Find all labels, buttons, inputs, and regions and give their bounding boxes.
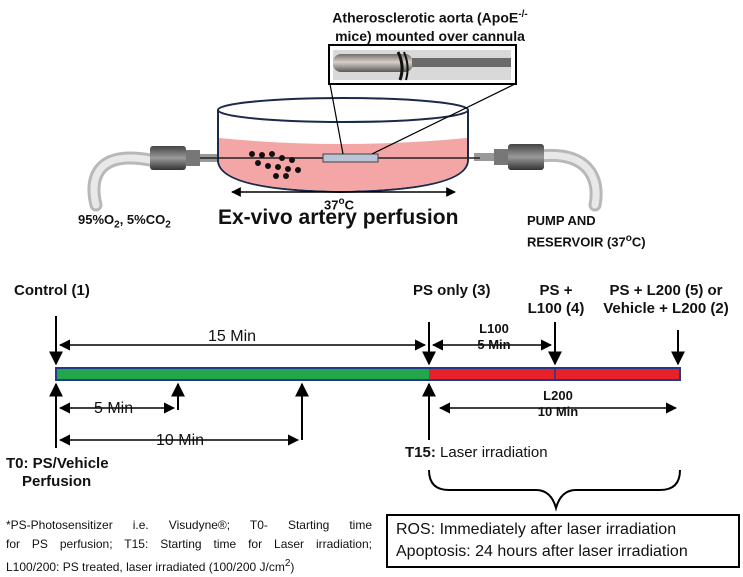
t15-rest: Laser irradiation [435,444,548,461]
pump-sup: o [625,233,632,244]
ps-l100-line1: PS + [539,282,573,299]
right-connector [474,144,544,170]
footnote-line2: for PS perfusion; T15: Starting time for… [6,537,372,551]
t0-label: T0: PS/Vehicle Perfusion [6,455,109,491]
outcome-bracket [428,469,681,512]
t0-line1: T0: PS/Vehicle [6,455,109,472]
mounted-aorta [322,153,379,163]
dur-5-label: 5 Min [94,400,134,417]
ps-l100-line2: L100 (4) [527,300,585,317]
pump-line2: RESERVOIR (37 [527,234,626,250]
l100-label: L100 5 Min [464,321,524,353]
setup-title: Ex-vivo artery perfusion [218,206,459,229]
l100-line1: L100 [479,321,509,336]
temp-sup: o [338,196,345,207]
perfusate-dots [249,151,301,179]
footnote: *PS-Photosensitizer i.e. Visudyne®; T0- … [6,516,372,577]
pump-line2-end: C) [631,234,646,250]
outcome-apoptosis: Apoptosis: 24 hours after laser irradiat… [396,543,688,560]
ps-l100-label: PS + L100 (4) [524,282,588,318]
ps-only-label: PS only (3) [413,282,491,299]
ps-l200-label: PS + L200 (5) or Vehicle + L200 (2) [592,282,740,318]
left-tubing-highlight [90,154,154,209]
ps-l200-line2: Vehicle + L200 (2) [603,300,729,317]
timeline-green-phase [56,368,429,380]
temperature-label: 37oC [324,196,354,212]
gas-text: 95%O [78,212,115,227]
outcome-ros: ROS: Immediately after laser irradiation [396,521,677,538]
footnote-line1: *PS-Photosensitizer i.e. Visudyne®; T0- … [6,518,372,532]
aorta-label-line2: mice) mounted over cannula [335,27,525,44]
control-label: Control (1) [14,282,90,299]
footnote-line3: L100/200: PS treated, laser irradiated (… [6,558,295,574]
footnote-sup: 2 [284,558,291,569]
outcome-box: ROS: Immediately after laser irradiation… [386,514,740,568]
l200-label: L200 10 Min [528,388,588,420]
ps-l200-line1: PS + L200 (5) or [609,282,723,299]
pump-line1: PUMP AND [527,213,596,228]
aorta-label-text: Atherosclerotic aorta (ApoE [332,9,519,26]
t15-label: T15: Laser irradiation [405,444,548,461]
aorta-label-sup: -/- [518,9,528,20]
petri-dish [200,97,480,194]
gas-sub1: 2 [114,219,120,231]
gas-label: 95%O2, 5%CO2 [78,212,171,231]
right-tubing-highlight [528,152,600,209]
footnote-line3-text: L100/200: PS treated, laser irradiated (… [6,560,285,574]
temp-value: 37 [324,197,339,213]
aorta-label: Atherosclerotic aorta (ApoE-/- mice) mou… [310,6,550,45]
dur-10-label: 10 Min [156,432,205,449]
aorta-inset [328,44,517,155]
l200-line2: 10 Min [537,404,579,419]
pump-label: PUMP AND RESERVOIR (37oC) [527,212,646,251]
timeline-border [55,367,681,381]
footnote-line3-end: ) [290,560,295,574]
t15-bold: T15: [405,444,436,461]
gas-sub2: 2 [165,219,171,231]
l200-line1: L200 [543,388,573,403]
gas-mid: , 5%CO [119,212,166,227]
dur-15-label: 15 Min [208,328,257,345]
temp-unit: C [344,197,354,213]
t0-line2: Perfusion [22,473,92,490]
l100-line2: 5 Min [477,337,511,352]
